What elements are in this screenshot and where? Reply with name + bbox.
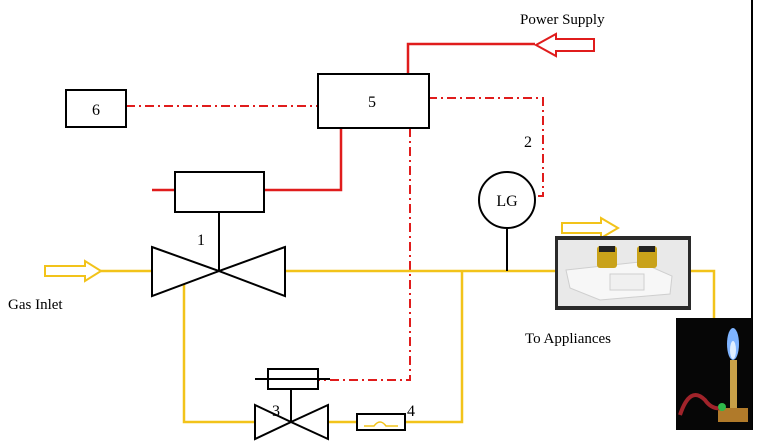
valve-1-body (151, 245, 286, 298)
component-6-box (65, 89, 127, 128)
component-3-label: 3 (272, 403, 280, 420)
component-4-label: 4 (407, 403, 415, 420)
level-gauge-circle (478, 171, 536, 229)
component-6-label: 6 (92, 102, 100, 119)
component-2-label: 2 (524, 134, 532, 151)
component-1-label: 1 (197, 232, 205, 249)
power-supply-label: Power Supply (520, 12, 605, 28)
to-appliances-label: To Appliances (525, 331, 611, 347)
component-5-box (317, 73, 430, 129)
gas-appliance-line (682, 269, 716, 318)
signal-line-5-to-gauge (428, 97, 544, 197)
power-supply-line (406, 42, 535, 74)
gas-bypass-line (182, 271, 464, 424)
component-5-label: 5 (368, 94, 376, 111)
level-gauge-label: LG (496, 193, 518, 210)
component-4-sensor-glyph (364, 421, 398, 427)
gas-inlet-label: Gas Inlet (8, 297, 63, 313)
valve-3-body (254, 403, 329, 441)
to-appliances-arrow (561, 216, 620, 240)
valve-1-actuator (174, 171, 265, 213)
power-supply-arrow (533, 32, 595, 58)
gas-regulator-icon (555, 236, 691, 310)
signal-line-5-to-valve3 (318, 128, 411, 381)
gas-inlet-arrow (44, 259, 103, 283)
bunsen-burner-icon (676, 318, 752, 430)
